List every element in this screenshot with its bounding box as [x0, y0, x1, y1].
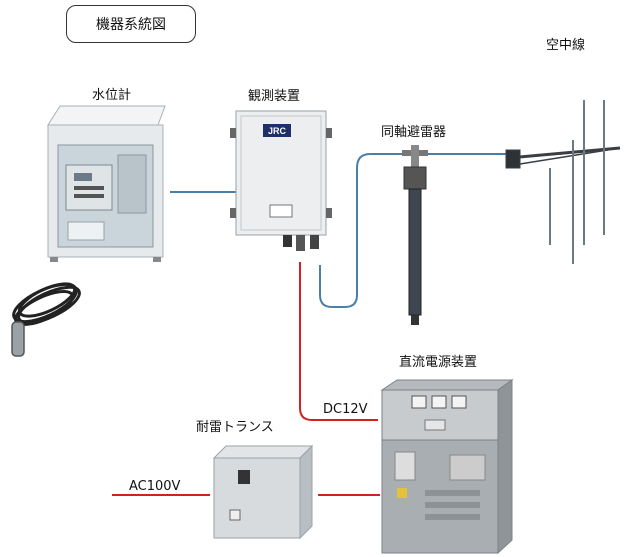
ac100v-label: AC100V: [129, 479, 181, 494]
jrc-logo-text: JRC: [268, 126, 287, 136]
power-lines: [112, 262, 380, 496]
coaxial-arrester-label: 同軸避雷器: [381, 125, 447, 140]
jrc-logo: [263, 124, 291, 137]
meter-1: [411, 395, 427, 409]
observation-unit: JRC: [230, 110, 332, 251]
sensor-probe: [11, 321, 25, 357]
dc12v-line: [299, 262, 378, 421]
antenna: [505, 100, 621, 264]
pressure-sensor: [11, 282, 81, 357]
dc-power-supply-label: 直流電源装置: [399, 355, 478, 370]
meter-3: [451, 395, 467, 409]
unit-to-arrester-cable: [319, 153, 402, 308]
meter-2: [431, 395, 447, 409]
diagram-title-box: 機器系統図: [66, 5, 196, 43]
lightning-transformer-label: 耐雷トランス: [196, 420, 274, 435]
diagram-title: 機器系統図: [96, 17, 166, 33]
coaxial-arrester: [402, 145, 428, 325]
antenna-label: 空中線: [546, 38, 586, 53]
water-level-gauge-label: 水位計: [92, 88, 132, 103]
lightning-transformer: [212, 444, 314, 540]
dc-power-supply: [380, 379, 514, 555]
dc12v-label: DC12V: [323, 402, 368, 417]
observation-unit-label: 観測装置: [248, 89, 301, 104]
signal-lines: [170, 153, 508, 308]
water-level-gauge: [47, 105, 166, 262]
